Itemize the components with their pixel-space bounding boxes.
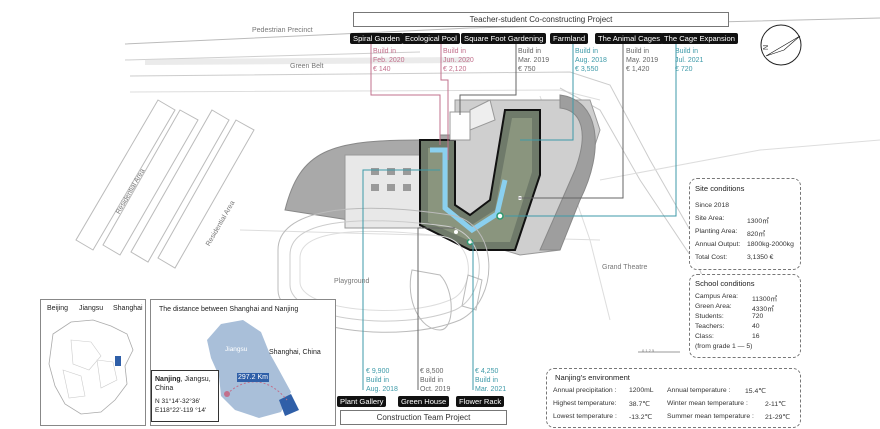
nanjing-environment-title: Nanjing's environment [555,373,630,382]
school-row: Teachers:40 [695,323,760,330]
site-row: Total Cost:3,1350 € [695,254,774,261]
tag-square-foot-gardening: Square Foot Gardening [461,33,547,44]
green-belt-label: Green Belt [290,63,324,70]
tag-animal-cages: The Animal Cages [595,33,664,44]
playground-label: Playground [334,278,370,285]
province-jiangsu: Jiangsu [79,305,104,312]
school-row: Students:720 [695,313,764,320]
nanjing-info-box: Nanjing, Jiangsu, China N 31°14'-32°36' … [151,370,219,422]
tag-spiral-garden: Spiral Garden [350,33,403,44]
site-row: Site Area:1300㎡ [695,215,769,225]
school-row: Class:16 [695,333,760,340]
jiangsu-map-label: Jiangsu [225,346,248,353]
china-map-inset: Beijing Jiangsu Shanghai [40,299,146,426]
site-row: Annual Output:1800kg-2000kg [695,241,794,248]
site-row: Since 2018 [695,202,730,209]
nanjing-environment-panel: Nanjing's environment Annual precipitati… [546,368,801,428]
teacher-student-project-header: Teacher-student Co-constructing Project [353,12,729,27]
pedestrian-precinct-label: Pedestrian Precinct [252,27,313,34]
school-conditions-title: School conditions [695,279,755,288]
tag-green-house: Green House [398,396,450,407]
school-row: Campus Area:11300㎡ [695,293,778,303]
tag-plant-gallery: Plant Gallery [337,396,387,407]
china-map-outline [48,319,134,415]
school-row: Green Area:4330㎡ [695,303,774,313]
construction-team-project-header: Construction Team Project [340,410,507,425]
site-conditions-title: Site conditions [695,184,745,193]
site-conditions-panel: Site conditions Since 2018 Site Area:130… [689,178,801,270]
province-shanghai: Shanghai [113,305,143,312]
china-name: China [155,385,174,392]
distance-label: 297.2 Km [237,373,269,382]
grand-theatre-label: Grand Theatre [602,264,648,271]
tag-cage-expansion: The Cage Expansion [661,33,738,44]
tag-farmland: Farmland [550,33,589,44]
site-row: Planting Area:820㎡ [695,228,766,238]
school-conditions-panel: School conditions Campus Area:11300㎡ Gre… [689,274,801,358]
tag-flower-rack: Flower Rack [456,396,505,407]
shanghai-nanjing-inset: The distance between Shanghai and Nanjin… [150,299,336,426]
school-row: (from grade 1 — 5) [695,343,753,350]
coordinate-north: N 31°14'-32°36' [155,398,201,405]
tag-ecological-pool: Ecological Pool [402,33,460,44]
jiangsu-map [207,320,299,418]
province-beijing: Beijing [47,305,69,312]
scale-bar-label: 0 1 2 5 [642,348,655,353]
north-label: N [763,44,771,51]
nanjing-name: Nanjing, Jiangsu, [155,376,211,383]
coordinate-east: E118°22'-119 °14' [155,407,207,414]
shanghai-label: Shanghai, China [269,349,321,356]
distance-title: The distance between Shanghai and Nanjin… [159,306,299,313]
